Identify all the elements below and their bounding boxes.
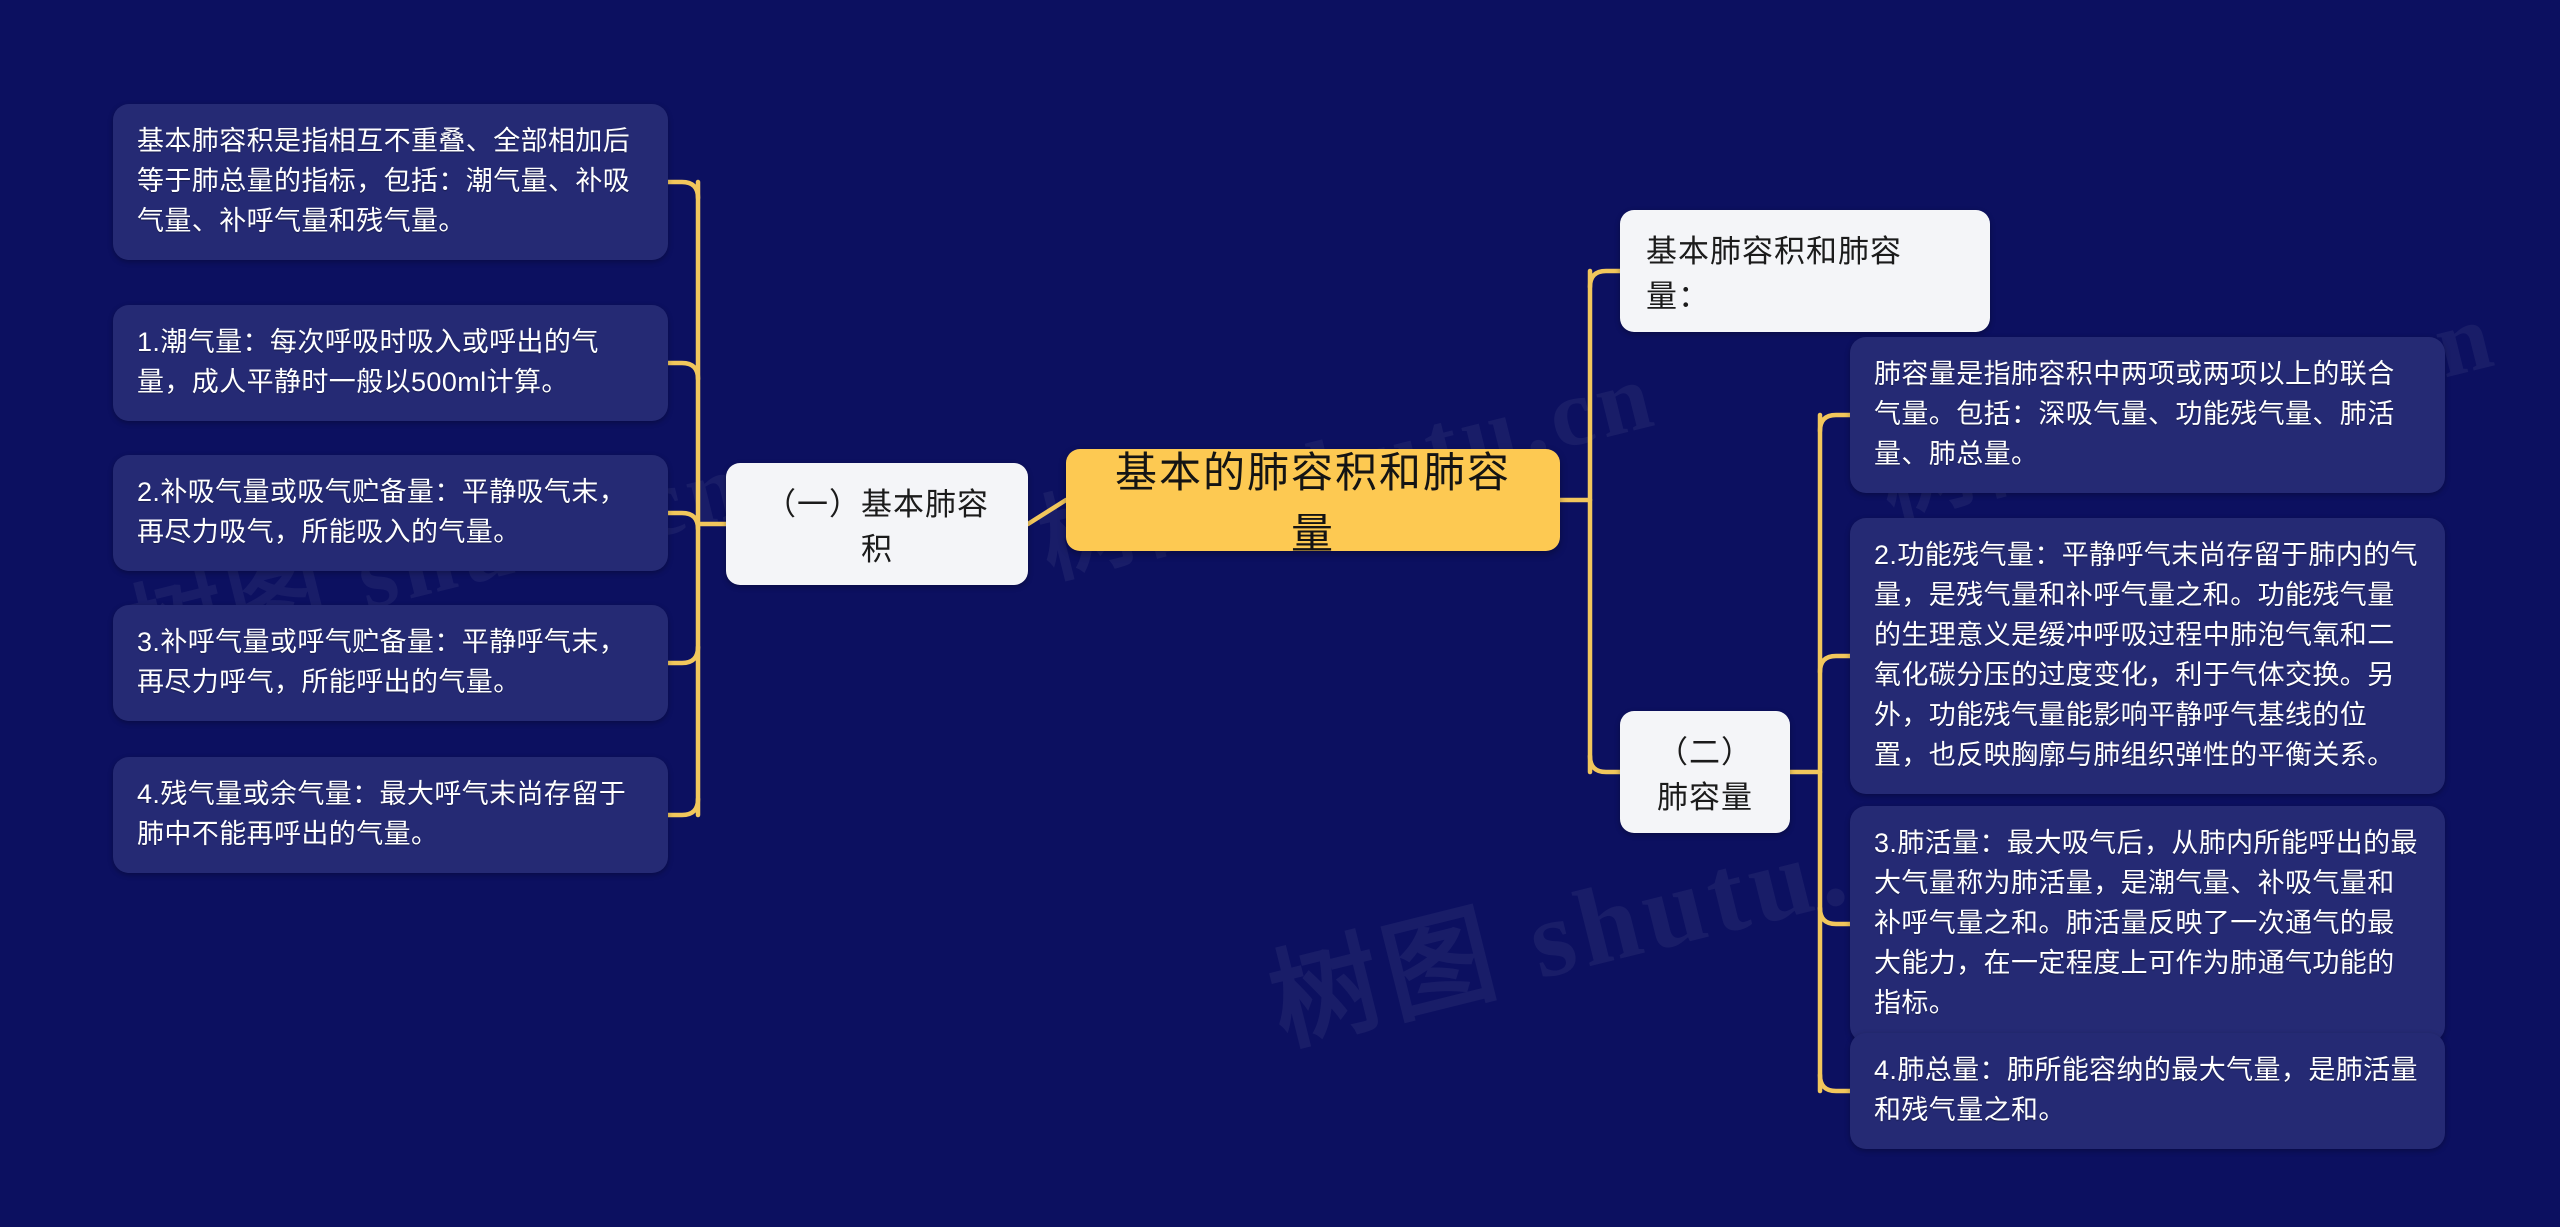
leaf-node-residual-volume[interactable]: 4.残气量或余气量：最大呼气末尚存留于肺中不能再呼出的气量。	[113, 757, 668, 873]
leaf-label: 3.肺活量：最大吸气后，从肺内所能呼出的最大气量称为肺活量，是潮气量、补吸气量和…	[1874, 828, 2418, 1018]
branch-label: （一）基本肺容积	[765, 487, 989, 567]
leaf-label: 2.功能残气量：平静呼气末尚存留于肺内的气量，是残气量和补呼气量之和。功能残气量…	[1874, 540, 2418, 770]
leaf-label: 1.潮气量：每次呼吸时吸入或呼出的气量，成人平静时一般以500ml计算。	[137, 327, 599, 397]
link-right-leaf-2	[1817, 653, 1853, 675]
leaf-label: 4.残气量或余气量：最大呼气末尚存留于肺中不能再呼出的气量。	[137, 779, 627, 849]
branch-node-basic-lung-volume[interactable]: （一）基本肺容积	[726, 463, 1028, 585]
leaf-label: 基本肺容积是指相互不重叠、全部相加后等于肺总量的指标，包括：潮气量、补吸气量、补…	[137, 126, 631, 236]
link-left-leaf-3	[665, 510, 701, 532]
leaf-node-vital-capacity[interactable]: 3.肺活量：最大吸气后，从肺内所能呼出的最大气量称为肺活量，是潮气量、补吸气量和…	[1850, 806, 2445, 1042]
leaf-label: 2.补吸气量或吸气贮备量：平静吸气末，再尽力吸气，所能吸入的气量。	[137, 477, 627, 547]
link-right-leaf-1	[1817, 412, 1853, 434]
link-left-leaf-5	[665, 796, 701, 818]
link-root-to-left-branch	[1025, 497, 1069, 527]
leaf-node-basic-lung-volume-def[interactable]: 基本肺容积是指相互不重叠、全部相加后等于肺总量的指标，包括：潮气量、补吸气量、补…	[113, 104, 668, 260]
link-right-leaf-4	[1817, 1072, 1853, 1094]
branch-label: 基本肺容积和肺容量：	[1646, 234, 1902, 314]
link-left-leaf-2	[665, 360, 701, 382]
leaf-label: 肺容量是指肺容积中两项或两项以上的联合气量。包括：深吸气量、功能残气量、肺活量、…	[1874, 359, 2395, 469]
leaf-label: 4.肺总量：肺所能容纳的最大气量，是肺活量和残气量之和。	[1874, 1055, 2418, 1125]
leaf-node-total-lung-capacity[interactable]: 4.肺总量：肺所能容纳的最大气量，是肺活量和残气量之和。	[1850, 1033, 2445, 1149]
branch-node-basic-volume-and-capacity[interactable]: 基本肺容积和肺容量：	[1620, 210, 1990, 332]
leaf-node-tidal-volume[interactable]: 1.潮气量：每次呼吸时吸入或呼出的气量，成人平静时一般以500ml计算。	[113, 305, 668, 421]
leaf-node-lung-capacity-def[interactable]: 肺容量是指肺容积中两项或两项以上的联合气量。包括：深吸气量、功能残气量、肺活量、…	[1850, 337, 2445, 493]
root-node[interactable]: 基本的肺容积和肺容量	[1066, 449, 1560, 557]
leaf-node-inspiratory-reserve-volume[interactable]: 2.补吸气量或吸气贮备量：平静吸气末，再尽力吸气，所能吸入的气量。	[113, 455, 668, 571]
link-right-branch-1	[1587, 268, 1623, 290]
leaf-node-functional-residual-capacity[interactable]: 2.功能残气量：平静呼气末尚存留于肺内的气量，是残气量和补呼气量之和。功能残气量…	[1850, 518, 2445, 794]
branch-label: （二）肺容量	[1657, 735, 1753, 815]
link-right-branch-2	[1587, 753, 1623, 775]
link-left-leaf-4	[665, 644, 701, 666]
link-left-leaf-1	[665, 179, 701, 201]
leaf-label: 3.补呼气量或呼气贮备量：平静呼气末，再尽力呼气，所能呼出的气量。	[137, 627, 627, 697]
link-right-leaf-3	[1817, 905, 1853, 927]
branch-node-lung-capacity[interactable]: （二）肺容量	[1620, 711, 1790, 833]
root-label: 基本的肺容积和肺容量	[1114, 449, 1511, 557]
leaf-node-expiratory-reserve-volume[interactable]: 3.补呼气量或呼气贮备量：平静呼气末，再尽力呼气，所能呼出的气量。	[113, 605, 668, 721]
